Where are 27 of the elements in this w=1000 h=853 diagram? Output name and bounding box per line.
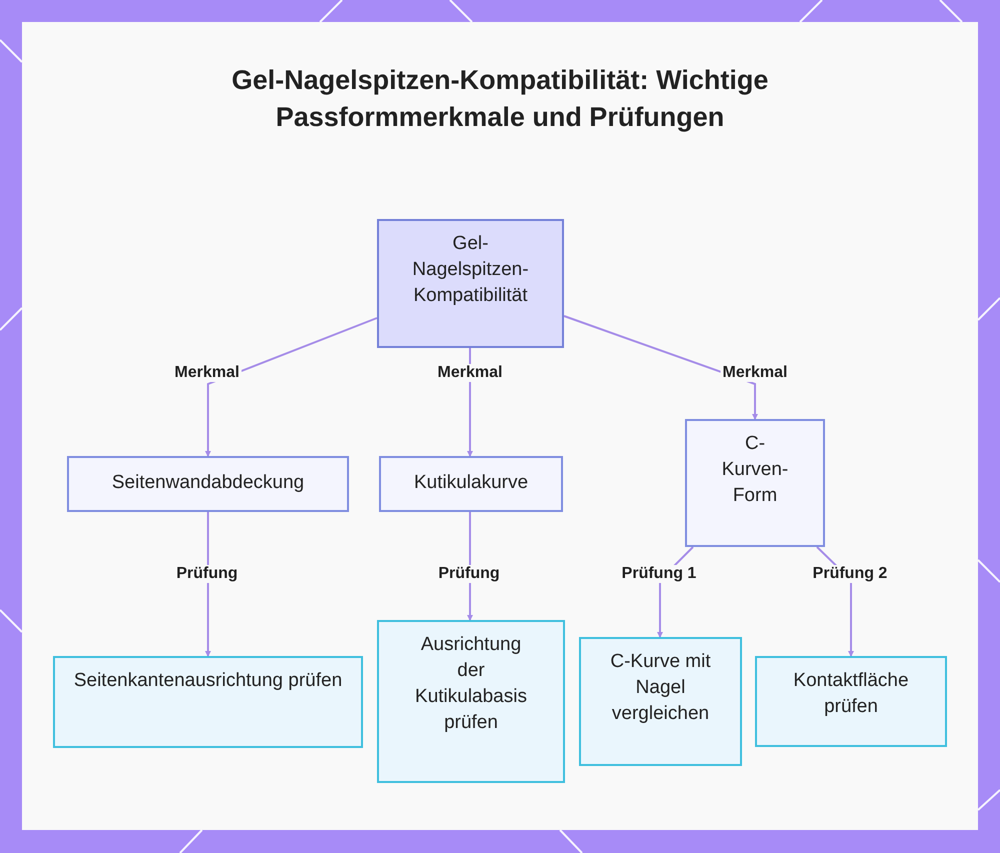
- edge-label: Prüfung: [436, 565, 502, 583]
- feature-box: [67, 456, 349, 512]
- node-label: Ausrichtung der Kutikulabasis prüfen: [414, 633, 528, 735]
- node-label: Kutikulakurve: [414, 471, 528, 495]
- connector-arrow: [564, 315, 758, 420]
- node-label: C-Kurven-Form: [720, 432, 790, 508]
- check-box: [579, 637, 742, 766]
- node-label: Kontaktfläche prüfen: [792, 669, 910, 719]
- edge-label: Merkmal: [720, 364, 790, 382]
- diagram-title: Gel-Nagelspitzen-Kompatibilität: Wichtige Passformmerkmale und Prüfungen: [230, 64, 770, 134]
- node-label: Gel-Nagelspitzen-Kompatibilität: [411, 232, 530, 308]
- edge-label: Merkmal: [436, 364, 504, 382]
- root-box: [377, 219, 564, 348]
- edge-label: Merkmal: [172, 364, 242, 382]
- node-label: Seitenwandabdeckung: [112, 471, 304, 495]
- feature-box: [685, 419, 825, 547]
- connector-arrow: [205, 317, 378, 457]
- edge-label: Prüfung 2: [810, 565, 890, 583]
- node-label: Seitenkantenausrichtung prüfen: [74, 669, 342, 693]
- node-label: C-Kurve mit Nagel vergleichen: [609, 650, 712, 726]
- edge-label: Prüfung 1: [620, 565, 698, 583]
- edge-label: Prüfung: [174, 565, 240, 583]
- check-box: [755, 656, 947, 747]
- check-box: [53, 656, 363, 748]
- check-box: [377, 620, 565, 783]
- feature-box: [379, 456, 563, 512]
- connector-arrow: [205, 512, 211, 657]
